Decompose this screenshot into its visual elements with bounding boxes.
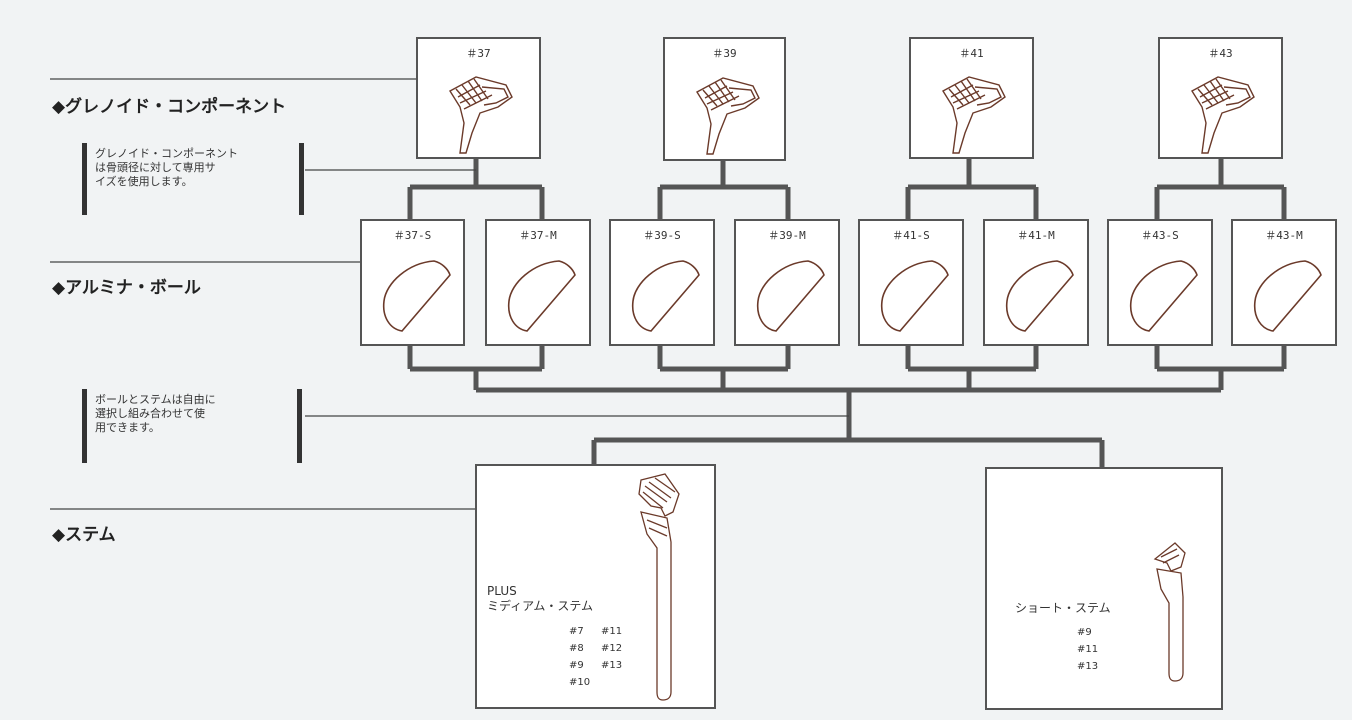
stem-size: #11	[601, 626, 623, 637]
stem-name-line: PLUS	[487, 584, 517, 598]
ball-box-37-s: ＃37-S	[360, 219, 465, 346]
alumina-ball-icon	[1129, 260, 1198, 332]
ball-box-39-m: ＃39-M	[734, 219, 840, 346]
section-label-glenoid: ◆グレノイド・コンポーネント	[52, 97, 287, 117]
stem-name-plus-medium: PLUS ミディアム・ステム	[487, 584, 593, 614]
stem-size-list: #9 #11 #13	[1077, 627, 1109, 672]
alumina-ball-icon	[880, 260, 949, 332]
ball-size-label: ＃41-M	[1017, 229, 1055, 242]
note-line: は骨頭径に対して専用サ	[95, 161, 216, 174]
stem-size: #8	[569, 643, 584, 654]
glenoid-box-37: ＃37	[416, 37, 541, 159]
note-line: イズを使用します。	[95, 175, 193, 188]
note-line: グレノイド・コンポーネント	[95, 147, 238, 160]
glenoid-size-label: ＃37	[466, 47, 491, 60]
glenoid-box-41: ＃41	[909, 37, 1034, 159]
glenoid-box-39: ＃39	[663, 37, 786, 161]
alumina-ball-icon	[1005, 260, 1074, 332]
stem-size: #11	[1077, 644, 1099, 655]
alumina-ball-icon	[1253, 260, 1322, 332]
glenoid-component-icon	[449, 76, 513, 154]
glenoid-component-icon	[1191, 76, 1255, 154]
glenoid-component-icon	[696, 77, 760, 155]
note-line: 用できます。	[95, 421, 160, 434]
stem-size: #9	[569, 660, 584, 671]
ball-size-label: ＃39-M	[768, 229, 806, 242]
ball-size-label: ＃43-S	[1141, 229, 1179, 242]
alumina-ball-icon	[382, 260, 451, 332]
section-label-stem: ◆ステム	[52, 525, 116, 545]
alumina-ball-icon	[756, 260, 825, 332]
glenoid-size-label: ＃43	[1208, 47, 1233, 60]
ball-size-label: ＃37-S	[393, 229, 432, 242]
section-label-alumina-ball: ◆アルミナ・ボール	[52, 278, 201, 298]
glenoid-note: グレノイド・コンポーネント は骨頭径に対して専用サ イズを使用します。	[82, 143, 304, 215]
ball-size-label: ＃43-M	[1265, 229, 1303, 242]
stem-size: #9	[1077, 627, 1092, 638]
stem-name-short: ショート・ステム	[1015, 601, 1111, 615]
stem-icon	[638, 473, 680, 701]
ball-box-41-s: ＃41-S	[858, 219, 964, 346]
ball-box-37-m: ＃37-M	[485, 219, 591, 346]
glenoid-size-label: ＃39	[712, 47, 737, 60]
stem-size-list: #7 #11 #8 #12 #9 #13 #10	[569, 626, 633, 688]
stem-size: #10	[569, 677, 591, 688]
glenoid-size-label: ＃41	[959, 47, 984, 60]
stem-box-plus-medium: PLUS ミディアム・ステム #7 #11 #8 #12 #9 #13 #10	[475, 464, 716, 709]
ball-size-label: ＃37-M	[519, 229, 557, 242]
ball-size-label: ＃41-S	[892, 229, 930, 242]
stem-size: #13	[601, 660, 623, 671]
glenoid-component-icon	[942, 76, 1006, 154]
ball-size-label: ＃39-S	[643, 229, 681, 242]
note-line: 選択し組み合わせて使	[95, 407, 205, 420]
glenoid-box-43: ＃43	[1158, 37, 1283, 159]
note-line: ボールとステムは自由に	[95, 393, 216, 406]
ball-box-41-m: ＃41-M	[983, 219, 1089, 346]
stem-name-line: ミディアム・ステム	[487, 599, 593, 613]
alumina-ball-icon	[631, 260, 700, 332]
ball-box-43-m: ＃43-M	[1231, 219, 1337, 346]
stem-size: #7	[569, 626, 584, 637]
alumina-ball-icon	[507, 260, 576, 332]
stem-box-short: ショート・ステム #9 #11 #13	[985, 467, 1223, 710]
stem-size: #13	[1077, 661, 1099, 672]
ball-stem-note: ボールとステムは自由に 選択し組み合わせて使 用できます。	[82, 389, 302, 463]
stem-icon	[1153, 542, 1186, 682]
ball-box-39-s: ＃39-S	[609, 219, 715, 346]
stem-size: #12	[601, 643, 623, 654]
ball-box-43-s: ＃43-S	[1107, 219, 1213, 346]
